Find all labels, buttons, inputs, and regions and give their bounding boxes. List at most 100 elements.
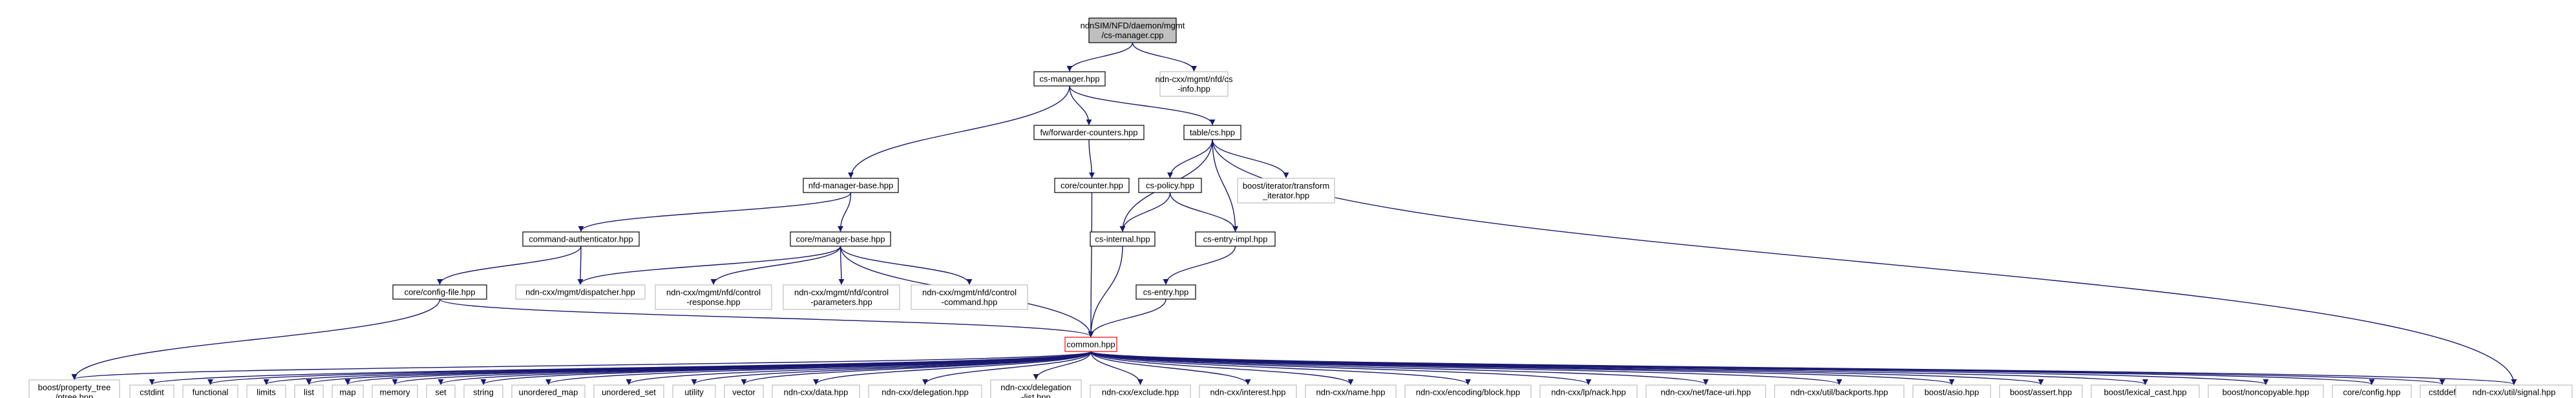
edge-common_hpp-to-face_uri xyxy=(1090,351,1709,385)
node-label: ndn-cxx/delegation xyxy=(1000,382,1071,392)
node-fw_counters[interactable]: fw/forwarder-counters.hpp xyxy=(1033,125,1145,140)
node-box xyxy=(772,384,860,398)
node-label: cs-internal.hpp xyxy=(1095,235,1150,244)
edge-common_hpp-to-backports xyxy=(1090,351,1842,385)
node-box xyxy=(1090,384,1191,398)
node-common_hpp[interactable]: common.hpp xyxy=(1064,337,1117,352)
node-box xyxy=(803,178,899,193)
node-label: ndn-cxx/name.hpp xyxy=(1316,388,1386,397)
node-root[interactable]: ndnSIM/NFD/daemon/mgmt/cs-manager.cpp xyxy=(1081,17,1185,43)
node-label: unordered_map xyxy=(519,388,578,397)
node-core_config_file[interactable]: core/config-file.hpp xyxy=(392,284,487,300)
node-box xyxy=(1195,231,1276,247)
node-box xyxy=(426,384,456,398)
node-box xyxy=(990,379,1082,398)
node-label: boost/iterator/transform xyxy=(1243,181,1329,191)
node-box xyxy=(911,284,1028,310)
node-box xyxy=(182,384,238,398)
node-boost_asio: boost/asio.hpp xyxy=(1912,384,1991,398)
node-cstdint: cstdint xyxy=(129,384,174,398)
node-nfd_manager_base[interactable]: nfd-manager-base.hpp xyxy=(803,178,899,193)
node-cs_manager_hpp[interactable]: cs-manager.hpp xyxy=(1033,71,1106,87)
node-box xyxy=(1183,125,1241,140)
edge-common_hpp-to-interest xyxy=(1090,351,1251,385)
edge-root-to-cs_info_hpp xyxy=(1132,42,1197,72)
node-box xyxy=(294,384,324,398)
edge-common_hpp-to-delegation xyxy=(922,351,1092,385)
node-box xyxy=(1912,384,1991,398)
node-box xyxy=(2208,384,2324,398)
edge-common_hpp-to-string xyxy=(480,351,1092,385)
node-core_manager_base[interactable]: core/manager-base.hpp xyxy=(790,231,891,247)
edge-table_cs-to-boost_transform xyxy=(1212,139,1289,178)
node-box xyxy=(1138,178,1202,193)
edge-root-to-cs_manager_hpp xyxy=(1066,42,1134,72)
edge-fw_counters-to-core_counter xyxy=(1088,139,1095,178)
node-box xyxy=(1199,384,1297,398)
node-label: boost/assert.hpp xyxy=(2010,388,2072,397)
node-box xyxy=(515,284,646,300)
edge-common_hpp-to-data_hpp xyxy=(813,351,1092,385)
node-cs_policy[interactable]: cs-policy.hpp xyxy=(1138,178,1202,193)
node-control_response: ndn-cxx/mgmt/nfd/control-response.hpp xyxy=(655,284,772,310)
node-label: cs-entry-impl.hpp xyxy=(1203,235,1268,244)
node-box xyxy=(246,384,286,398)
node-box xyxy=(28,379,120,398)
node-label: common.hpp xyxy=(1066,340,1115,350)
node-label: memory xyxy=(380,388,410,397)
node-box xyxy=(392,284,487,300)
node-command_auth[interactable]: command-authenticator.hpp xyxy=(522,231,640,247)
node-cs_info_hpp: ndn-cxx/mgmt/nfd/cs-info.hpp xyxy=(1156,71,1233,97)
node-label: /cs-manager.cpp xyxy=(1101,30,1163,40)
node-functional: functional xyxy=(182,384,238,398)
node-label: ndn-cxx/delegation.hpp xyxy=(882,388,968,397)
edge-common_hpp-to-noncopyable xyxy=(1090,351,2268,385)
node-box xyxy=(1033,125,1145,140)
node-interest: ndn-cxx/interest.hpp xyxy=(1199,384,1297,398)
node-memory: memory xyxy=(372,384,418,398)
edge-core_manager_base-to-control_parameters xyxy=(838,246,845,285)
edge-cs_manager_hpp-to-table_cs xyxy=(1069,85,1216,125)
edge-cs_policy-to-cs_internal xyxy=(1119,192,1171,232)
node-box xyxy=(868,384,982,398)
node-table_cs[interactable]: table/cs.hpp xyxy=(1183,125,1241,140)
node-label: ndn-cxx/data.hpp xyxy=(784,388,849,397)
edge-cs_entry_impl-to-cs_entry xyxy=(1163,246,1236,285)
node-limits: limits xyxy=(246,384,286,398)
edge-command_auth-to-core_config_file xyxy=(437,246,582,285)
node-label: ndn-cxx/exclude.hpp xyxy=(1102,388,1179,397)
node-box xyxy=(1305,384,1397,398)
edge-common_hpp-to-exclude xyxy=(1090,351,1143,385)
node-label: /ptree.hpp xyxy=(56,392,94,398)
edge-common_hpp-to-unordered_set xyxy=(626,351,1092,385)
node-cs_entry_impl[interactable]: cs-entry-impl.hpp xyxy=(1195,231,1276,247)
node-cs_internal[interactable]: cs-internal.hpp xyxy=(1090,231,1156,247)
node-box xyxy=(463,384,503,398)
node-box xyxy=(2091,384,2200,398)
node-box xyxy=(1645,384,1766,398)
node-delegation: ndn-cxx/delegation.hpp xyxy=(868,384,982,398)
node-label: _iterator.hpp xyxy=(1262,191,1309,200)
node-label: cstddef xyxy=(2429,388,2456,397)
node-noncopyable: boost/noncopyable.hpp xyxy=(2208,384,2324,398)
node-core_counter[interactable]: core/counter.hpp xyxy=(1054,178,1130,193)
node-box xyxy=(1159,71,1229,97)
node-label: -response.hpp xyxy=(686,297,740,307)
node-box xyxy=(1774,384,1905,398)
node-label: command-authenticator.hpp xyxy=(529,235,633,244)
node-ptree: boost/property_tree/ptree.hpp xyxy=(28,379,120,398)
node-label: set xyxy=(435,388,447,397)
node-label: ndn-cxx/lp/nack.hpp xyxy=(1551,388,1626,397)
node-box xyxy=(1088,17,1177,43)
edge-core_manager_base-to-control_command xyxy=(839,246,973,285)
node-label: utility xyxy=(684,388,704,397)
node-box xyxy=(511,384,586,398)
node-box xyxy=(783,284,900,310)
edge-common_hpp-to-set xyxy=(438,351,1092,385)
node-box xyxy=(1090,231,1156,247)
node-box xyxy=(790,231,891,247)
node-box xyxy=(1033,71,1106,87)
node-delegation_list: ndn-cxx/delegation-list.hpp xyxy=(990,379,1082,398)
node-cs_entry[interactable]: cs-entry.hpp xyxy=(1135,284,1196,300)
node-label: -command.hpp xyxy=(942,297,998,307)
